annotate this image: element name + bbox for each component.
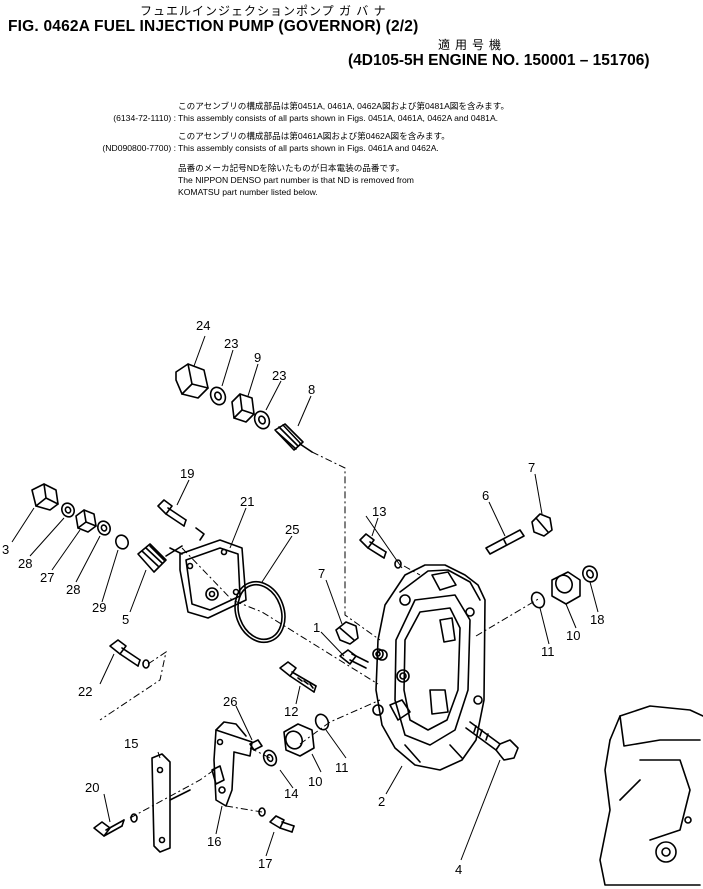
callout-10b: 10	[308, 774, 322, 789]
assembly-code-1: (6134-72-1110) :	[113, 113, 176, 123]
callout-10a: 10	[566, 628, 580, 643]
callout-11b: 11	[335, 760, 349, 775]
denso-note-en-2: KOMATSU part number listed below.	[178, 187, 318, 197]
engine-serial-range: (4D105-5H ENGINE NO. 150001 – 151706)	[348, 52, 650, 69]
callout-11a: 11	[541, 644, 555, 659]
part-20-bolt	[93, 813, 138, 837]
part-19-bolt	[157, 499, 187, 527]
callout-1: 1	[313, 620, 320, 635]
part-16-lever	[211, 721, 253, 807]
part-9-nut	[231, 393, 255, 423]
part-21-cover	[179, 527, 247, 619]
part-23-washer-b	[253, 410, 271, 430]
part-13-bolt	[359, 533, 402, 569]
callout-9: 9	[254, 350, 261, 365]
callout-12: 12	[284, 704, 298, 719]
callout-23a: 23	[224, 336, 238, 351]
assembly-note-1-jp: このアセンブリの構成部品は第0451A, 0461A, 0462A図および第04…	[178, 101, 510, 111]
callout-4: 4	[455, 862, 462, 877]
callout-23b: 23	[272, 368, 286, 383]
callout-29: 29	[92, 600, 106, 615]
part-12-bolt	[279, 661, 317, 693]
part-10-collar-a	[551, 571, 581, 605]
part-24-cap-nut	[175, 363, 209, 399]
part-11-o-ring-a	[530, 591, 546, 609]
callout-13: 13	[372, 504, 386, 519]
part-7-plug-b	[335, 621, 359, 645]
callout-3: 3	[2, 542, 9, 557]
part-11-o-ring-b	[314, 713, 330, 731]
callout-17: 17	[258, 856, 272, 871]
callout-24: 24	[196, 318, 210, 333]
callout-14: 14	[284, 786, 298, 801]
callout-7b: 7	[528, 460, 535, 475]
part-4-bolt	[465, 721, 519, 761]
callout-16: 16	[207, 834, 221, 849]
denso-note-jp: 品番のメーカ記号NDを除いたものが日本電装の品番です。	[178, 163, 405, 173]
part-26-pin	[249, 739, 263, 751]
part-28-washer-a	[61, 502, 75, 518]
part-14-washer	[262, 749, 278, 767]
callout-19: 19	[180, 466, 194, 481]
callout-22: 22	[78, 684, 92, 699]
part-3-cap-nut	[31, 483, 59, 511]
part-28-washer-b	[97, 520, 111, 536]
assembly-centerlines	[99, 451, 541, 819]
assembly-note-2-jp: このアセンブリの構成部品は第0461A図および第0462A図を含みます。	[178, 131, 450, 141]
part-22-bolt	[109, 639, 150, 669]
part-1-bolt	[339, 648, 384, 669]
callout-6: 6	[482, 488, 489, 503]
assembly-code-2: (ND090800-7700) :	[102, 143, 176, 153]
callout-28a: 28	[18, 556, 32, 571]
part-17-bolt	[258, 807, 295, 833]
governor-housing	[372, 564, 486, 771]
callout-28b: 28	[66, 582, 80, 597]
part-27-nut	[75, 509, 97, 533]
part-5-spring	[137, 543, 183, 573]
part-29-o-ring	[115, 534, 129, 550]
part-25-o-ring-large	[234, 580, 286, 644]
callout-8: 8	[308, 382, 315, 397]
callout-20: 20	[85, 780, 99, 795]
callout-2: 2	[378, 794, 385, 809]
part-18-o-ring	[582, 565, 598, 583]
figure-title: FIG. 0462A FUEL INJECTION PUMP (GOVERNOR…	[8, 18, 419, 35]
callout-21: 21	[240, 494, 254, 509]
part-8-adjust-screw	[274, 423, 313, 453]
japanese-title: フュエルインジェクションポンプ ガ バ ナ	[140, 4, 387, 18]
applicable-models-jp: 適用号機	[438, 38, 507, 52]
assembly-note-2-en: This assembly consists of all parts show…	[178, 143, 439, 153]
engine-outline	[599, 705, 703, 886]
callout-5: 5	[122, 612, 129, 627]
part-7-plug-a	[531, 513, 553, 537]
callout-25: 25	[285, 522, 299, 537]
callout-7a: 7	[318, 566, 325, 581]
callout-18: 18	[590, 612, 604, 627]
callout-15: 15	[124, 736, 138, 751]
leader-lines	[11, 335, 599, 861]
callout-labels: 24 23 9 23 8 19 21 25 13 7 1 6 7 18 10 1…	[2, 318, 604, 877]
part-6-pin	[485, 529, 525, 555]
part-15-link	[151, 753, 191, 853]
part-23-washer-a	[209, 386, 227, 406]
part-10-collar-b	[283, 723, 315, 757]
callout-27: 27	[40, 570, 54, 585]
denso-note-en-1: The NIPPON DENSO part number is that ND …	[178, 175, 414, 185]
callout-26: 26	[223, 694, 237, 709]
assembly-note-1-en: This assembly consists of all parts show…	[178, 113, 499, 123]
